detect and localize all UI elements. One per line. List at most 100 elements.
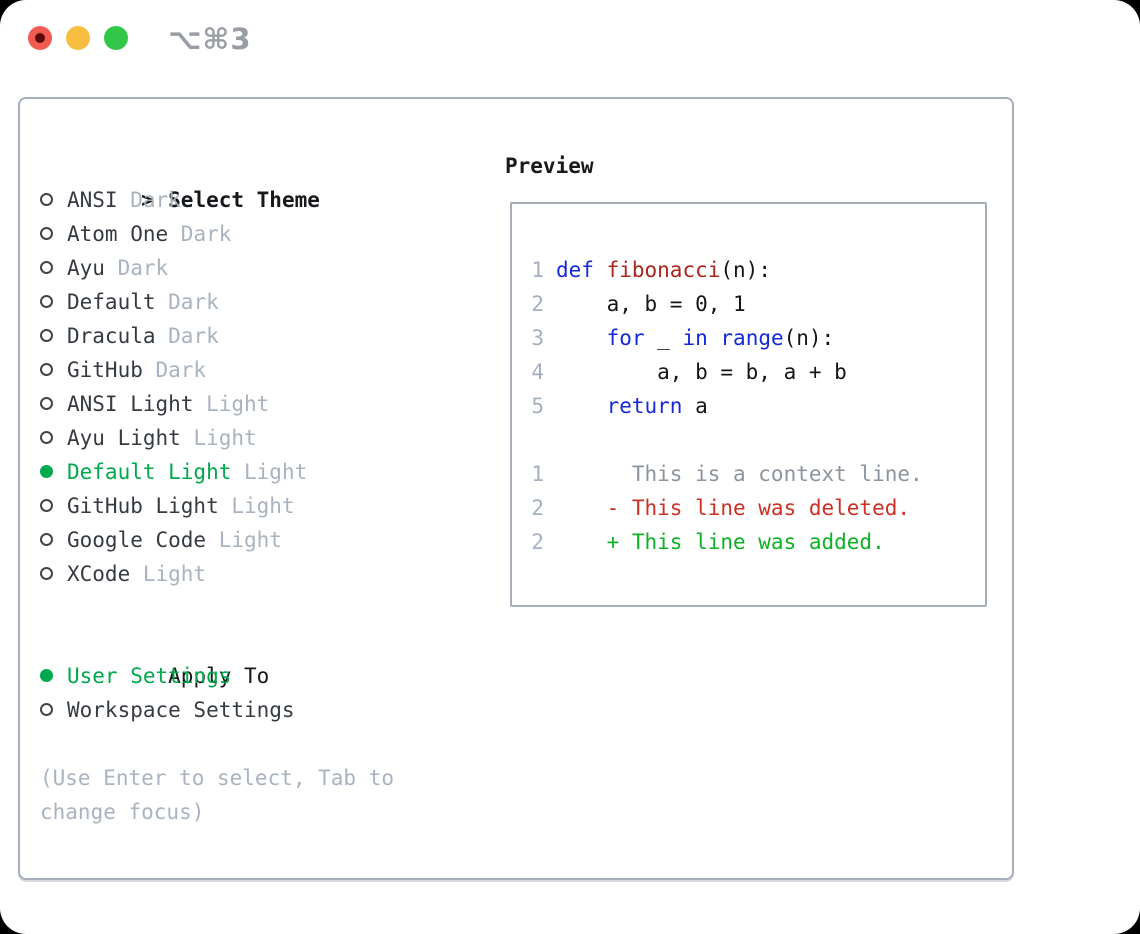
code-line: 5 return a [530, 389, 985, 423]
apply-option-label: User Settings [67, 664, 232, 688]
spacer [40, 591, 490, 625]
help-text: (Use Enter to select, Tab to change focu… [40, 761, 490, 829]
zoom-button[interactable] [104, 26, 128, 50]
indent [40, 660, 67, 694]
help-text-line-1: (Use Enter to select, Tab to [40, 766, 395, 790]
help-text-line-2: change focus) [40, 800, 205, 824]
apply-option-workspace-settings[interactable]: Workspace Settings [40, 693, 490, 727]
spacer [40, 727, 490, 761]
line-number: 1 [531, 462, 544, 486]
line-number: 1 [531, 258, 544, 282]
theme-variant-tag: Dark [155, 290, 219, 314]
code-text: def fibonacci(n): [556, 258, 771, 282]
indent [40, 354, 67, 388]
radio-icon [40, 397, 53, 410]
radio-icon [40, 329, 53, 342]
minimize-button[interactable] [66, 26, 90, 50]
radio-icon [40, 227, 53, 240]
theme-variant-tag: Light [180, 426, 257, 450]
indent [40, 422, 67, 456]
theme-name: Atom One [67, 222, 169, 246]
indent [40, 252, 67, 286]
theme-option-ansi[interactable]: ANSI Dark [40, 183, 490, 217]
theme-name: Default [67, 290, 156, 314]
theme-option-github-light[interactable]: GitHub Light Light [40, 489, 490, 523]
theme-variant-tag: Dark [142, 358, 207, 382]
code-line: 1 This is a context line. [530, 457, 985, 491]
theme-name: GitHub Light [67, 494, 219, 518]
select-theme-header: Select Theme [168, 188, 320, 212]
indent [40, 218, 67, 252]
indent [40, 456, 67, 490]
apply-to-header: Apply To [168, 664, 270, 688]
radio-icon [40, 499, 53, 512]
radio-icon [40, 703, 53, 716]
theme-variant-tag: Light [130, 562, 207, 586]
theme-option-default[interactable]: Default Dark [40, 285, 490, 319]
theme-variant-tag: Light [193, 392, 270, 416]
theme-option-atom-one[interactable]: Atom One Dark [40, 217, 490, 251]
line-number: 4 [531, 360, 544, 384]
code-text: return a [606, 394, 708, 418]
indent [40, 184, 67, 218]
indent [40, 524, 67, 558]
line-number: 2 [531, 530, 544, 554]
close-button[interactable] [28, 26, 52, 50]
keyboard-shortcut-label: ⌥⌘3 [168, 22, 252, 56]
line-number: 2 [531, 292, 544, 316]
theme-option-ayu[interactable]: Ayu Dark [40, 251, 490, 285]
code-line: 2 + This line was added. [530, 525, 985, 559]
radio-icon [40, 193, 53, 206]
theme-name: XCode [67, 562, 131, 586]
theme-option-github[interactable]: GitHub Dark [40, 353, 490, 387]
theme-name: Ayu [67, 256, 105, 280]
theme-variant-tag: Dark [117, 188, 181, 212]
radio-icon [40, 567, 53, 580]
theme-option-google-code[interactable]: Google Code Light [40, 523, 490, 557]
theme-variant-tag: Light [231, 460, 308, 484]
theme-name: ANSI [67, 188, 118, 212]
indent [40, 694, 67, 728]
theme-name: Google Code [67, 528, 207, 552]
code-text: + This line was added. [556, 530, 885, 554]
preview-header: Preview [505, 154, 594, 178]
code-line: 4 a, b = b, a + b [530, 355, 985, 389]
theme-option-ansi-light[interactable]: ANSI Light Light [40, 387, 490, 421]
radio-selected-icon [40, 465, 53, 478]
radio-icon [40, 295, 53, 308]
radio-selected-icon [40, 669, 53, 682]
titlebar: ⌥⌘3 [0, 0, 1140, 76]
theme-option-ayu-light[interactable]: Ayu Light Light [40, 421, 490, 455]
code-line [530, 423, 985, 457]
apply-to-header-row: Apply To [40, 625, 490, 688]
theme-variant-tag: Dark [168, 222, 232, 246]
theme-variant-tag: Light [218, 494, 295, 518]
theme-name: Ayu Light [67, 426, 181, 450]
focus-cursor-icon: > [141, 188, 154, 212]
code-line: 2 a, b = 0, 1 [530, 287, 985, 321]
apply-option-user-settings[interactable]: User Settings [40, 659, 490, 693]
theme-variant-tag: Dark [104, 256, 169, 280]
radio-icon [40, 431, 53, 444]
code-text: a, b = 0, 1 [556, 292, 746, 316]
theme-variant-tag: Light [206, 528, 282, 552]
indent [40, 320, 67, 354]
theme-option-dracula[interactable]: Dracula Dark [40, 319, 490, 353]
code-line: 2 - This line was deleted. [530, 491, 985, 525]
radio-icon [40, 363, 53, 376]
code-text: a, b = b, a + b [556, 360, 847, 384]
indent [40, 388, 67, 422]
code-text: This is a context line. [556, 462, 923, 486]
line-number: 2 [531, 496, 544, 520]
line-number: 3 [531, 326, 544, 350]
radio-icon [40, 261, 53, 274]
theme-option-xcode[interactable]: XCode Light [40, 557, 490, 591]
indent [40, 286, 67, 320]
theme-option-default-light[interactable]: Default Light Light [40, 455, 490, 489]
select-theme-header-row: > Select Theme [40, 149, 490, 212]
